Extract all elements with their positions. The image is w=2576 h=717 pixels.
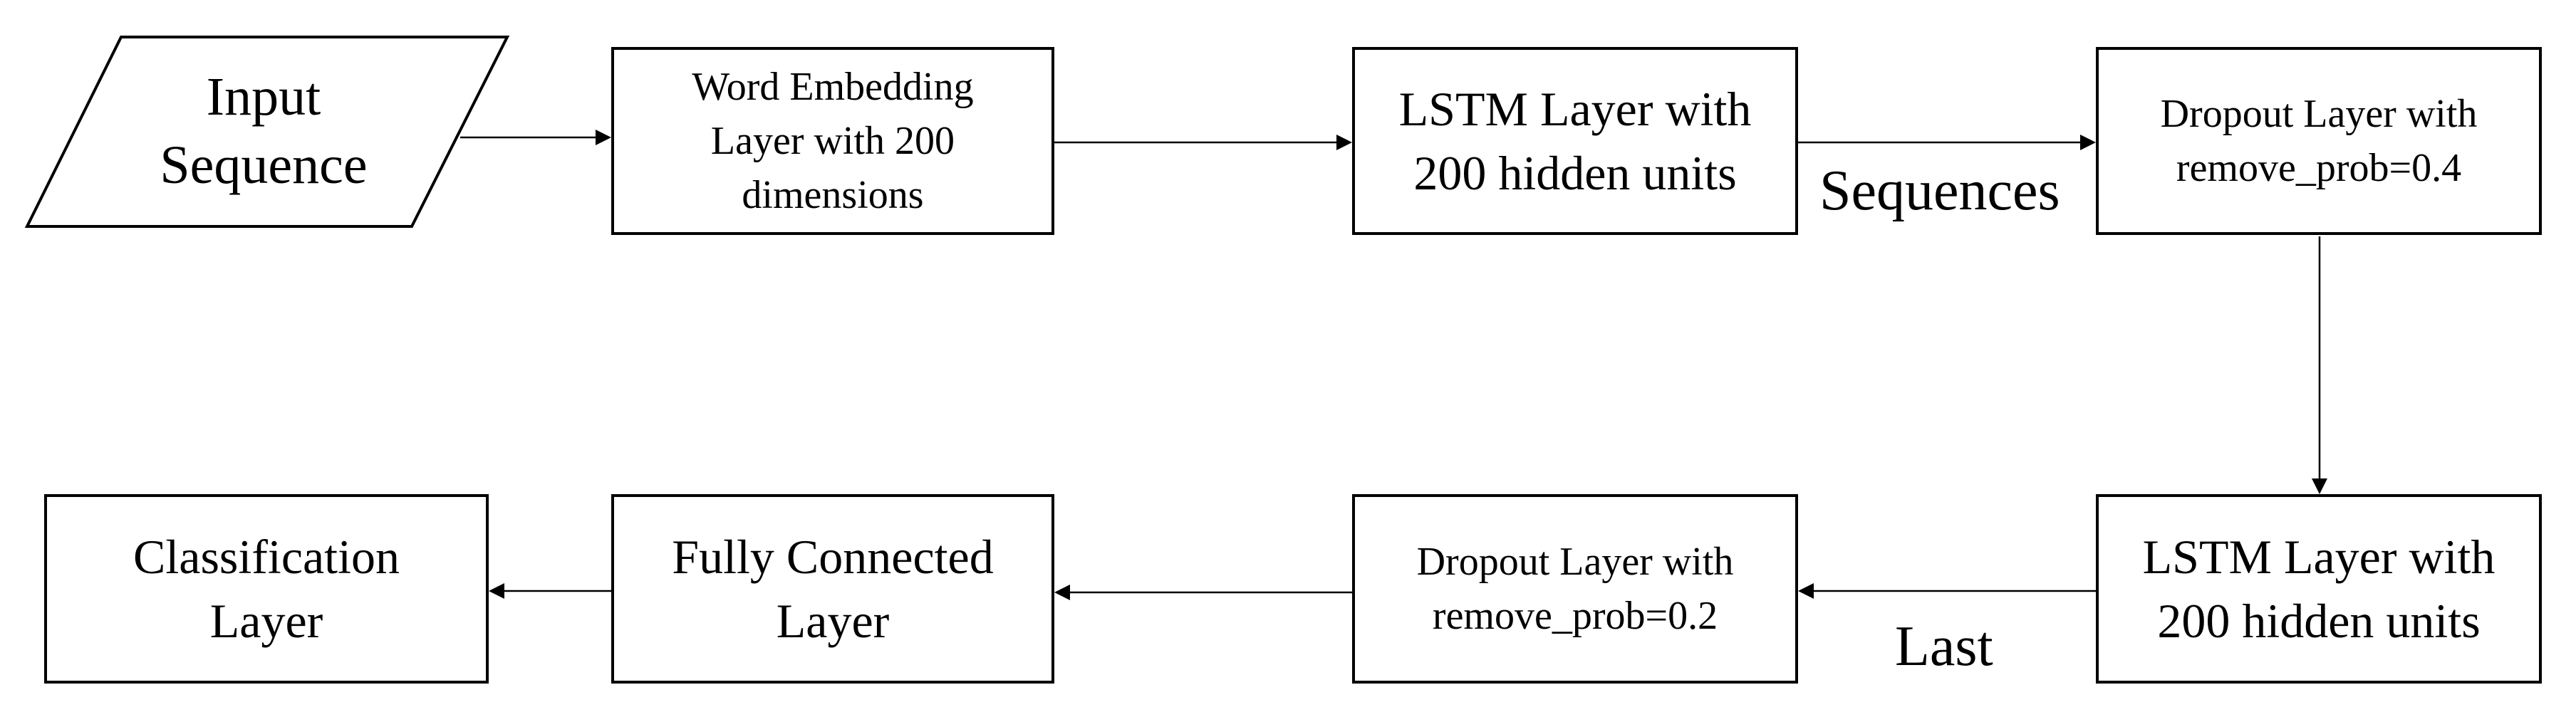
lstm-layer-2-label: LSTM Layer with 200 hidden units: [2142, 530, 2496, 648]
input-sequence-label-box: Input Sequence: [121, 50, 406, 212]
dropout-layer-2: Dropout Layer with remove_prob=0.2: [1352, 494, 1798, 684]
input-sequence-label: Input Sequence: [160, 67, 368, 195]
arrow-fc-to-classification: [489, 583, 611, 599]
arrow-lstm2-to-dropout2: [1798, 583, 2096, 599]
classification-layer: Classification Layer: [44, 494, 489, 684]
arrow-dropout1-to-lstm2: [2312, 236, 2327, 494]
arrow-embedding-to-lstm1: [1054, 135, 1352, 150]
word-embedding-layer: Word Embedding Layer with 200 dimensions: [611, 47, 1054, 235]
lstm-layer-1: LSTM Layer with 200 hidden units: [1352, 47, 1798, 235]
edge-label-sequences: Sequences: [1819, 159, 2060, 222]
arrow-input-to-embedding: [460, 130, 611, 145]
classification-layer-label: Classification Layer: [133, 530, 400, 648]
lstm-layer-2: LSTM Layer with 200 hidden units: [2096, 494, 2542, 684]
word-embedding-layer-label: Word Embedding Layer with 200 dimensions: [692, 65, 974, 217]
dropout-layer-1: Dropout Layer with remove_prob=0.4: [2096, 47, 2542, 235]
dropout-layer-1-label: Dropout Layer with remove_prob=0.4: [2160, 92, 2478, 190]
edge-label-last: Last: [1895, 615, 1993, 678]
arrow-lstm1-to-dropout1: [1798, 135, 2096, 150]
dropout-layer-2-label: Dropout Layer with remove_prob=0.2: [1416, 540, 1734, 638]
lstm-layer-1-label: LSTM Layer with 200 hidden units: [1398, 82, 1752, 200]
input-sequence-shape: [24, 36, 510, 228]
arrow-dropout2-to-fc: [1054, 585, 1352, 600]
fully-connected-layer: Fully Connected Layer: [611, 494, 1054, 684]
fully-connected-layer-label: Fully Connected Layer: [672, 530, 994, 648]
